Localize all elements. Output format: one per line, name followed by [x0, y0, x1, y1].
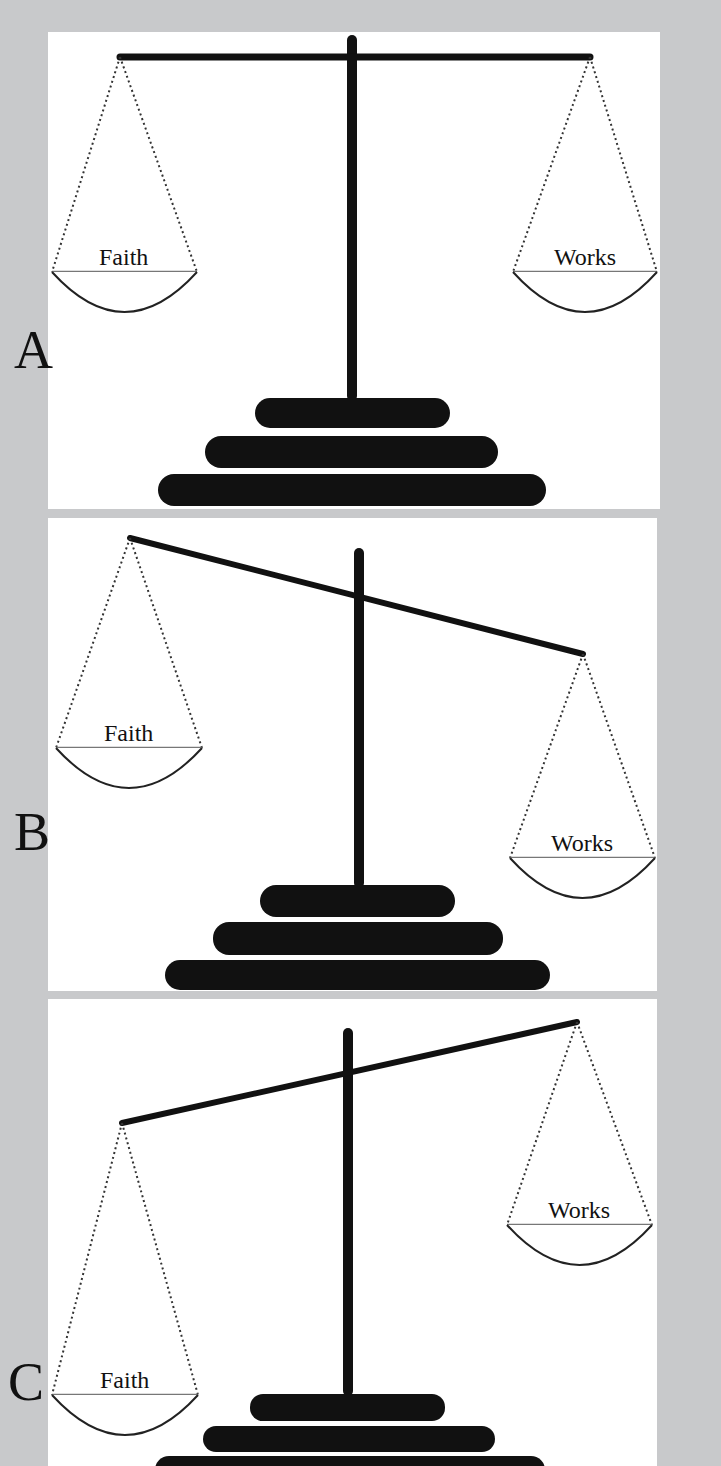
pan-string — [52, 57, 120, 272]
pan-string — [56, 538, 130, 748]
pan-string — [577, 1022, 652, 1225]
balance-scale — [56, 538, 655, 990]
pan-bowl — [52, 272, 197, 312]
scale-base — [203, 1426, 495, 1452]
panel — [48, 32, 660, 509]
pan-string — [583, 654, 655, 858]
pan-bowl — [52, 1395, 198, 1435]
balance-scale — [52, 35, 657, 506]
scale-base — [158, 474, 546, 506]
pan-string — [510, 654, 583, 858]
pan-label: Works — [554, 245, 616, 269]
pan-string — [513, 57, 590, 272]
pan-bowl — [507, 1225, 652, 1265]
panel — [48, 518, 657, 991]
scale-base — [260, 885, 455, 917]
scale-beam — [122, 1022, 577, 1123]
pan-string — [120, 57, 197, 272]
panel-letter: B — [14, 805, 50, 859]
scale-post — [347, 35, 357, 401]
panel-letter: A — [14, 323, 53, 377]
pan-bowl — [513, 272, 657, 312]
panel — [48, 999, 657, 1466]
scale-base — [205, 436, 498, 468]
pan-label: Faith — [100, 1368, 149, 1392]
scale-beam — [130, 538, 583, 654]
scale-base — [155, 1456, 545, 1466]
scale-base — [165, 960, 550, 990]
pan-string — [590, 57, 657, 272]
pan-label: Works — [551, 831, 613, 855]
pan-label: Works — [548, 1198, 610, 1222]
scale-base — [255, 398, 450, 428]
scale-beam — [120, 54, 590, 61]
pan-string — [507, 1022, 577, 1225]
scale-post — [343, 1028, 353, 1396]
panel-letter: C — [8, 1355, 44, 1409]
pan-string — [122, 1123, 198, 1395]
balance-scale — [52, 1022, 652, 1466]
pan-bowl — [510, 858, 655, 898]
pan-bowl — [56, 748, 202, 788]
pan-string — [130, 538, 202, 748]
pan-label: Faith — [104, 721, 153, 745]
pan-label: Faith — [99, 245, 148, 269]
scale-base — [213, 922, 503, 955]
scale-base — [250, 1394, 445, 1421]
pan-string — [52, 1123, 122, 1395]
